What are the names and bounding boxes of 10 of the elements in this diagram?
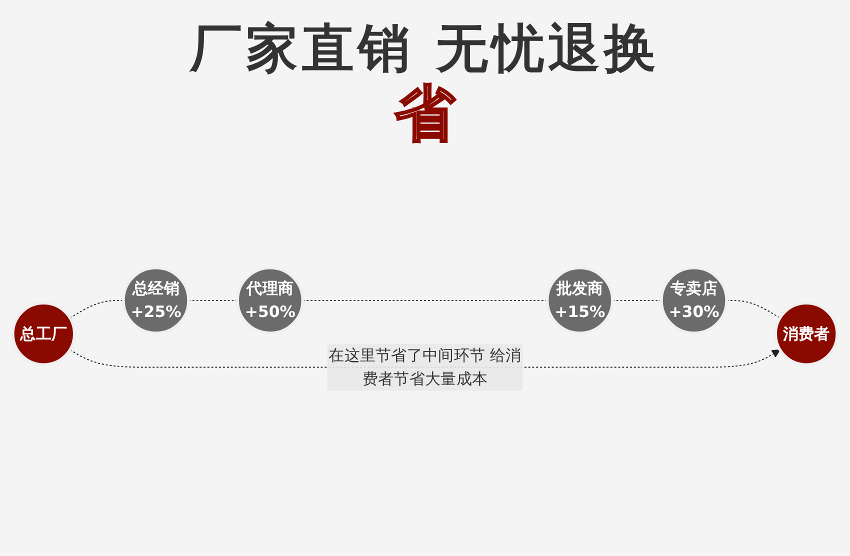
edge-label: 在这里节省了中间环节 给消费者节省大量成本: [328, 345, 522, 388]
connector: [612, 300, 662, 301]
large-character: 省: [395, 84, 455, 144]
node-circle: 总经销 +25%: [122, 266, 190, 334]
title: 厂家直销 无忧退换: [188, 18, 662, 81]
node-circle: 代理商 +50%: [236, 266, 304, 334]
node-circle: 专卖店 +30%: [660, 266, 728, 334]
connector: [188, 300, 238, 301]
node-circle: 批发商 +15%: [546, 266, 614, 334]
connector: [726, 300, 780, 318]
